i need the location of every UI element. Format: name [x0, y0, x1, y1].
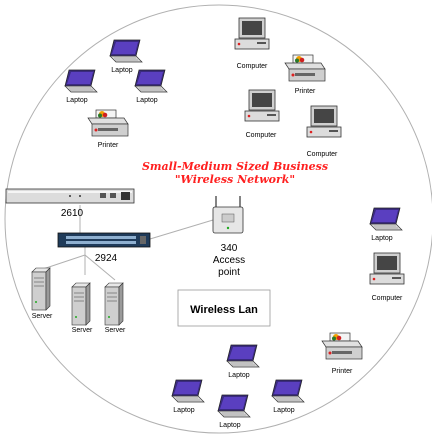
laptop-label-bottom-top: Laptop — [228, 372, 250, 379]
wireless-lan-box — [177, 289, 271, 327]
computer-icon — [234, 17, 270, 50]
laptop-icon — [369, 207, 403, 231]
laptop-icon — [64, 69, 98, 93]
router-icon — [5, 188, 135, 204]
laptop-label-bottom-left: Laptop — [173, 407, 195, 414]
printer-icon — [284, 54, 326, 82]
printer-label-left: Printer — [98, 142, 119, 149]
ap-label-1: 340 — [221, 243, 238, 254]
wireless-lan-label: Wireless Lan — [190, 304, 258, 316]
switch-label: 2924 — [95, 253, 118, 264]
printer-icon — [321, 332, 363, 360]
laptop-label-right: Laptop — [371, 235, 393, 242]
laptop-label-top: Laptop — [111, 67, 133, 74]
server-icon — [104, 282, 124, 326]
laptop-icon — [171, 379, 205, 403]
diagram-title-line2: "Wireless Network" — [175, 173, 295, 186]
computer-icon — [244, 89, 280, 122]
printer-icon — [87, 109, 129, 137]
server-label-1: Server — [32, 313, 53, 320]
access-point-icon — [212, 196, 244, 234]
laptop-icon — [134, 69, 168, 93]
laptop-icon — [217, 394, 251, 418]
ap-label-3: point — [218, 267, 240, 278]
printer-label-bottom-right: Printer — [332, 368, 353, 375]
printer-label-top-right: Printer — [295, 88, 316, 95]
switch-icon — [57, 232, 151, 248]
computer-label-right: Computer — [307, 151, 338, 158]
server-label-2: Server — [72, 327, 93, 334]
laptop-icon — [226, 344, 260, 368]
computer-label-top: Computer — [237, 63, 268, 70]
computer-icon — [306, 105, 342, 138]
laptop-icon — [109, 39, 143, 63]
ap-label-2: Access — [213, 255, 245, 266]
computer-label-left: Computer — [246, 132, 277, 139]
server-icon — [31, 267, 51, 311]
router-label: 2610 — [61, 208, 84, 219]
laptop-label-mid: Laptop — [136, 97, 158, 104]
wired-links — [39, 205, 214, 281]
computer-label-far-right: Computer — [372, 295, 403, 302]
diagram-title-line1: Small-Medium Sized Business — [142, 160, 328, 173]
laptop-label-bottom-mid: Laptop — [219, 422, 241, 429]
laptop-label-left: Laptop — [66, 97, 88, 104]
network-boundary — [4, 4, 432, 434]
laptop-icon — [271, 379, 305, 403]
server-icon — [71, 282, 91, 326]
laptop-label-bottom-right: Laptop — [273, 407, 295, 414]
computer-icon — [369, 252, 405, 285]
server-label-3: Server — [105, 327, 126, 334]
